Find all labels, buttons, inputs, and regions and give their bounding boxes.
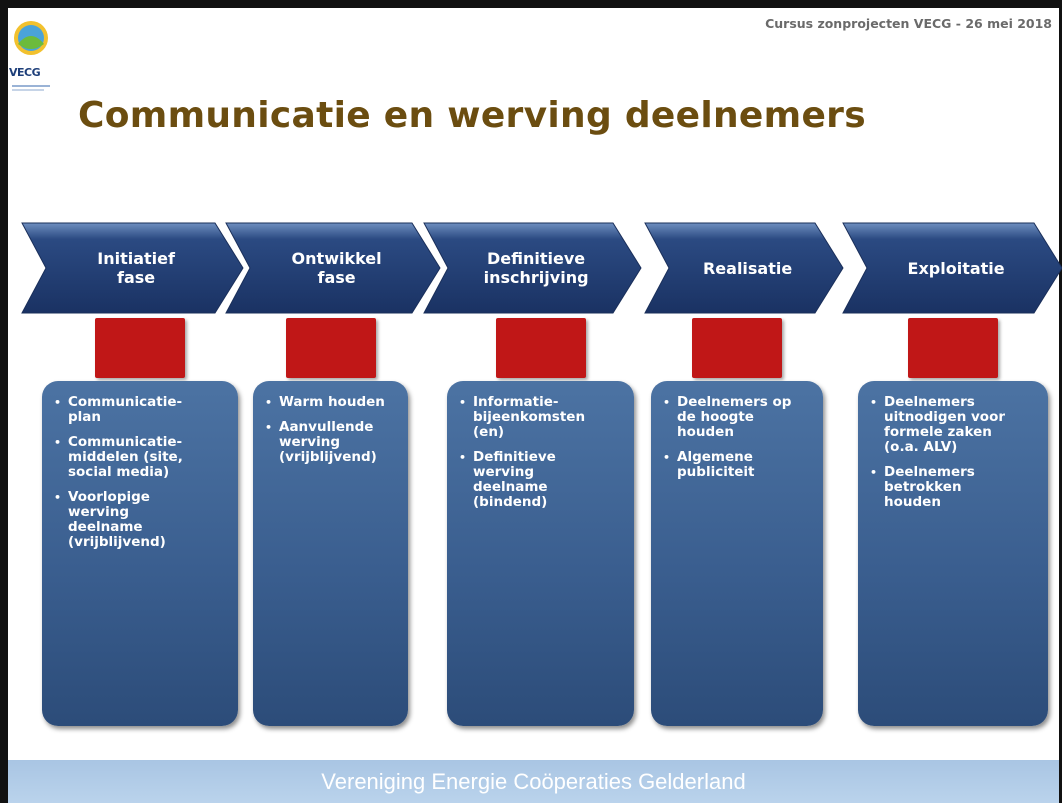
phase-label: Ontwikkel fase <box>291 249 382 287</box>
phase-card: Deelnemers op de hoogte houdenAlgemene p… <box>651 381 823 726</box>
list-item: Definitieve werving deelname (bindend) <box>457 450 626 510</box>
phase-chevron-5 <box>842 222 1062 314</box>
vecg-logo-icon <box>12 21 50 91</box>
list-item: Warm houden <box>263 395 400 411</box>
phase-item-list: Deelnemers uitnodigen voor formele zaken… <box>868 395 1040 510</box>
list-item: Communicatie- middelen (site, social med… <box>52 435 230 480</box>
list-item: Aanvullende werving (vrijblijvend) <box>263 420 400 465</box>
phase-label: Initiatief fase <box>97 249 175 287</box>
event-header: Cursus zonprojecten VECG - 26 mei 2018 <box>765 16 1052 31</box>
phase-chevron-2 <box>225 222 441 314</box>
list-item: Voorlopige werving deelname (vrijblijven… <box>52 490 230 550</box>
list-item: Communicatie- plan <box>52 395 230 425</box>
phase-marker-square <box>495 318 586 378</box>
phase-chevron-4 <box>644 222 844 314</box>
phase-card: Informatie- bijeenkomsten (en) Definitiev… <box>447 381 634 726</box>
footer-bar: Vereniging Energie Coöperaties Gelderlan… <box>8 760 1059 803</box>
phase-marker-square <box>692 318 782 378</box>
list-item: Deelnemers op de hoogte houden <box>661 395 815 440</box>
list-item: Deelnemers betrokken houden <box>868 465 1040 510</box>
phase-chevron-1 <box>21 222 244 314</box>
phase-item-list: Communicatie- planCommunicatie- middelen… <box>52 395 230 550</box>
phase-card: Deelnemers uitnodigen voor formele zaken… <box>858 381 1048 726</box>
footer-text: Vereniging Energie Coöperaties Gelderlan… <box>321 768 746 794</box>
phase-label: Exploitatie <box>907 258 1005 278</box>
list-item: Deelnemers uitnodigen voor formele zaken… <box>868 395 1040 455</box>
phase-item-list: Deelnemers op de hoogte houdenAlgemene p… <box>661 395 815 480</box>
page-title: Communicatie en werving deelnemers <box>78 95 866 136</box>
phase-card: Warm houdenAanvullende werving (vrijblij… <box>253 381 408 726</box>
phase-card: Communicatie- planCommunicatie- middelen… <box>42 381 238 726</box>
phase-label: Realisatie <box>702 258 793 278</box>
phase-marker-square <box>95 318 185 378</box>
list-item: Informatie- bijeenkomsten (en) <box>457 395 626 440</box>
phase-item-list: Warm houdenAanvullende werving (vrijblij… <box>263 395 400 465</box>
list-item: Algemene publiciteit <box>661 450 815 480</box>
phase-marker-square <box>285 318 376 378</box>
logo-text: VECG <box>9 66 41 79</box>
phase-label: Definitieve inschrijving <box>483 249 589 287</box>
phase-marker-square <box>908 318 998 378</box>
phase-item-list: Informatie- bijeenkomsten (en) Definitiev… <box>457 395 626 510</box>
phase-chevron-3 <box>423 222 642 314</box>
